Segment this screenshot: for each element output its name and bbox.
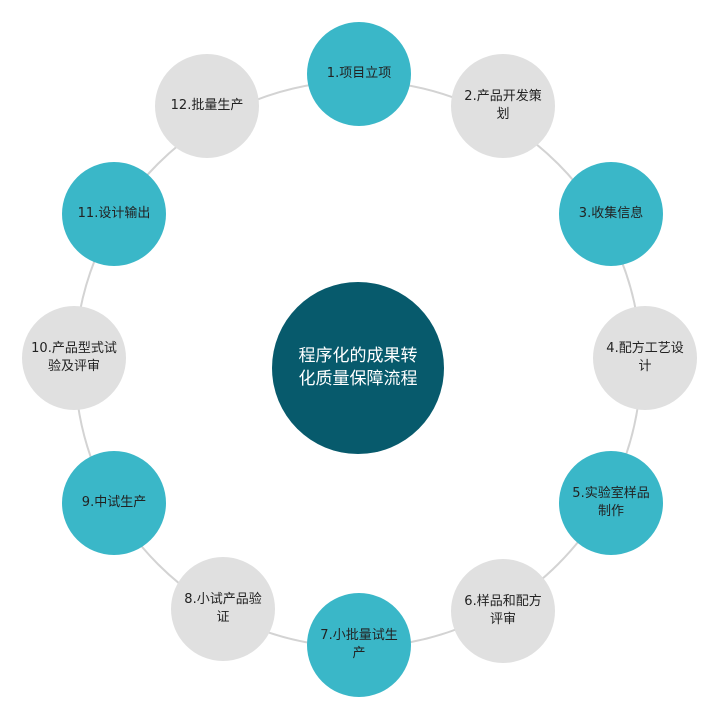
step-6-node: 6.样品和配方评审 [451, 559, 555, 663]
step-4-label: 4.配方工艺设计 [606, 341, 684, 374]
step-2-label: 2.产品开发策划 [464, 89, 542, 122]
step-12-node: 12.批量生产 [155, 54, 259, 158]
step-8-label: 8.小试产品验证 [184, 592, 262, 625]
step-9-label: 9.中试生产 [81, 495, 147, 510]
step-6-label: 6.样品和配方评审 [464, 594, 542, 627]
step-3-node: 3.收集信息 [559, 162, 663, 266]
step-1-label: 1.项目立项 [326, 66, 392, 81]
step-11-label: 11.设计输出 [77, 206, 151, 221]
step-3-label: 3.收集信息 [578, 206, 644, 221]
step-8-node: 8.小试产品验证 [171, 557, 275, 661]
step-7-label: 7.小批量试生产 [320, 628, 398, 661]
step-12-label: 12.批量生产 [170, 98, 244, 113]
step-11-node: 11.设计输出 [62, 162, 166, 266]
center-title: 程序化的成果转化质量保障流程 [298, 346, 418, 389]
step-5-label: 5.实验室样品制作 [572, 486, 650, 519]
step-2-node: 2.产品开发策划 [451, 54, 555, 158]
step-7-node: 7.小批量试生产 [307, 593, 411, 697]
step-5-node: 5.实验室样品制作 [559, 451, 663, 555]
step-10-label: 10.产品型式试验及评审 [31, 341, 117, 374]
center-title-node: 程序化的成果转化质量保障流程 [272, 282, 444, 454]
step-10-node: 10.产品型式试验及评审 [22, 306, 126, 410]
step-4-node: 4.配方工艺设计 [593, 306, 697, 410]
step-9-node: 9.中试生产 [62, 451, 166, 555]
step-1-node: 1.项目立项 [307, 22, 411, 126]
